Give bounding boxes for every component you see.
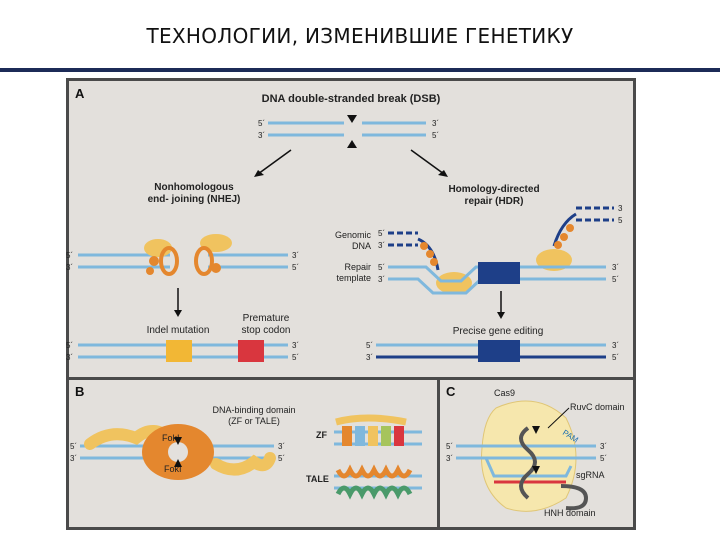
- hnh-label: HNH domain: [544, 508, 596, 518]
- hdr-result-dna: 5´ 3´ 3´ 5´: [366, 340, 619, 362]
- svg-text:3´: 3´: [612, 341, 619, 350]
- svg-text:5´: 5´: [432, 131, 439, 140]
- panel-a: A DNA double-stranded break (DSB) 5´ 3´ …: [66, 81, 633, 377]
- slide-title: ТЕХНОЛОГИИ, ИЗМЕНИВШИЕ ГЕНЕТИКУ: [146, 24, 574, 48]
- genome-editing-figure: A DNA double-stranded break (DSB) 5´ 3´ …: [66, 78, 636, 530]
- indel-segment: [166, 340, 192, 362]
- svg-text:3´: 3´: [258, 131, 265, 140]
- ruvc-label: RuvC domain: [570, 402, 625, 412]
- svg-text:3´: 3´: [446, 454, 453, 463]
- svg-text:3: 3: [618, 204, 623, 213]
- hdr-repair: Genomic DNA 5´ 3´ 3 5 Repair template 5´…: [335, 204, 623, 295]
- svg-text:5´: 5´: [258, 119, 265, 128]
- zf-array: ZF: [316, 414, 422, 446]
- cut-arrow-top-icon: [347, 115, 357, 123]
- svg-text:5´: 5´: [612, 275, 619, 284]
- svg-text:3´: 3´: [292, 341, 299, 350]
- panel-b-letter: B: [75, 384, 84, 399]
- cas9-protein-icon: [481, 400, 577, 512]
- nhej-label: Nonhomologous: [154, 182, 234, 193]
- tale-label: TALE: [306, 474, 329, 484]
- precise-editing-label: Precise gene editing: [453, 326, 544, 337]
- panel-c-letter: C: [446, 384, 456, 399]
- title-rule: [0, 68, 720, 72]
- svg-text:3´: 3´: [292, 251, 299, 260]
- donor-template-segment: [478, 262, 520, 284]
- svg-text:end- joining (NHEJ): end- joining (NHEJ): [148, 194, 241, 205]
- svg-text:3´: 3´: [366, 353, 373, 362]
- genomic-dna-label: Genomic: [335, 230, 372, 240]
- svg-text:3´: 3´: [600, 442, 607, 451]
- tale-array: TALE: [306, 464, 422, 500]
- svg-text:5´: 5´: [70, 442, 77, 451]
- stop-codon-segment: [238, 340, 264, 362]
- ku-protein-icon: [144, 234, 232, 276]
- svg-text:stop codon: stop codon: [242, 325, 291, 336]
- svg-text:5´: 5´: [292, 353, 299, 362]
- svg-text:5´: 5´: [66, 251, 73, 260]
- repair-template-label: Repair: [344, 262, 371, 272]
- svg-text:3´: 3´: [66, 353, 73, 362]
- svg-text:3´: 3´: [70, 454, 77, 463]
- svg-text:3´: 3´: [612, 263, 619, 272]
- svg-text:(ZF or TALE): (ZF or TALE): [228, 416, 280, 426]
- svg-text:template: template: [336, 273, 371, 283]
- dna-binding-domain-label: DNA-binding domain: [212, 405, 295, 415]
- nuclease-dna: 5´ 3´ 3´ 5´ FokI FokI: [70, 424, 285, 480]
- svg-text:3´: 3´: [278, 442, 285, 451]
- svg-text:DNA: DNA: [352, 241, 371, 251]
- sgrna-label: sgRNA: [576, 470, 605, 480]
- foki-bottom-label: FokI: [164, 464, 182, 474]
- sgrna-icon: [519, 426, 589, 511]
- stop-codon-label: Premature: [243, 313, 290, 324]
- svg-text:5´: 5´: [292, 263, 299, 272]
- panel-b: B DNA-binding domain (ZF or TALE) 5´ 3´ …: [69, 380, 437, 527]
- svg-text:repair (HDR): repair (HDR): [465, 196, 524, 207]
- svg-text:5´: 5´: [378, 263, 385, 272]
- indel-label: Indel mutation: [147, 325, 210, 336]
- svg-text:5´: 5´: [366, 341, 373, 350]
- panel-c: C Cas9 RuvC domain PAM 5´ 3´ 3´ 5´ sgRNA…: [440, 380, 633, 527]
- svg-text:5´: 5´: [66, 341, 73, 350]
- svg-text:5´: 5´: [278, 454, 285, 463]
- svg-text:5´: 5´: [446, 442, 453, 451]
- edited-segment: [478, 340, 520, 362]
- hdr-label: Homology-directed: [448, 184, 539, 195]
- foki-top-label: FokI: [162, 433, 180, 443]
- cas9-label: Cas9: [494, 388, 515, 398]
- svg-text:5´: 5´: [378, 229, 385, 238]
- dsb-label: DNA double-stranded break (DSB): [262, 93, 441, 105]
- nhej-dna: 5´ 3´ 3´ 5´: [66, 234, 299, 276]
- svg-text:3´: 3´: [66, 263, 73, 272]
- svg-text:5´: 5´: [612, 353, 619, 362]
- ruvc-cut-icon: [532, 426, 540, 434]
- svg-text:5: 5: [618, 216, 623, 225]
- svg-text:3´: 3´: [378, 241, 385, 250]
- nhej-result-dna: 5´ 3´ 3´ 5´: [66, 340, 299, 362]
- svg-text:5´: 5´: [600, 454, 607, 463]
- cut-arrow-bottom-icon: [347, 140, 357, 148]
- panel-a-letter: A: [75, 86, 85, 101]
- hnh-cut-icon: [532, 466, 540, 474]
- dsb-dna: 5´ 3´ 3´ 5´: [258, 115, 439, 148]
- svg-text:3´: 3´: [378, 275, 385, 284]
- zf-label: ZF: [316, 430, 327, 440]
- svg-text:3´: 3´: [432, 119, 439, 128]
